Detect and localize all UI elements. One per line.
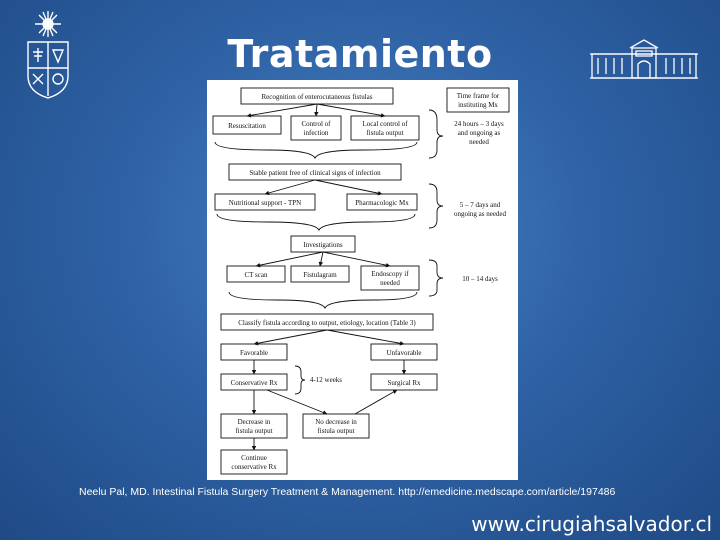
arrow-stable-pharm (314, 179, 383, 196)
brace-weeks (294, 365, 306, 395)
label-decrease-2: fistula output (235, 427, 272, 435)
arrow-nodecrease-surgical (354, 389, 398, 415)
arrow-stable-nutri (264, 179, 316, 196)
slide-title: Tratamiento (227, 32, 493, 76)
label-local-1: Local control of (362, 120, 408, 128)
label-classify: Classify fistula according to output, et… (238, 319, 416, 327)
box-no-decrease (302, 413, 370, 439)
label-unfavorable: Unfavorable (387, 349, 422, 357)
label-surgical: Surgical Rx (387, 379, 421, 387)
brace-row1 (214, 141, 418, 160)
label-recognition: Recognition of enterocutaneous fistulas (262, 93, 373, 101)
arrow-conservative-nodecrease (266, 389, 328, 415)
label-control-2: infection (304, 129, 329, 137)
university-seal-logo (22, 10, 74, 105)
label-time2-1: 5 – 7 days and (460, 201, 501, 209)
label-time2-2: ongoing as needed (454, 210, 507, 218)
label-ct: CT scan (244, 271, 268, 279)
label-time1-1: 24 hours – 3 days (454, 120, 504, 128)
label-continue-2: conservative Rx (231, 463, 277, 471)
label-time3: 10 – 14 days (462, 275, 498, 283)
label-nutritional: Nutritional support - TPN (229, 199, 301, 207)
arrow-recog-resus (246, 103, 318, 118)
label-conservative: Conservative Rx (231, 379, 278, 387)
arrow-classify-fav (253, 329, 328, 346)
label-pharmacologic: Pharmacologic Mx (355, 199, 409, 207)
flowchart-figure: Recognition of enterocutaneous fistulas … (207, 80, 518, 480)
label-continue-1: Continue (241, 454, 267, 462)
citation-text: Neelu Pal, MD. Intestinal Fistula Surger… (79, 486, 616, 498)
label-timeframe-1: Time frame for (457, 92, 500, 100)
label-decrease-1: Decrease in (238, 418, 271, 426)
arrow-invest-fistulagram (318, 251, 324, 267)
arrow-invest-ct (255, 251, 324, 268)
brace-time3 (428, 259, 444, 297)
brace-row2 (216, 213, 416, 232)
arrow-recog-local (316, 103, 386, 118)
label-time1-2: and ongoing as (458, 129, 501, 137)
label-investigations: Investigations (303, 241, 343, 249)
arrow-invest-endoscopy (322, 251, 391, 268)
label-fistulagram: Fistulagram (303, 271, 337, 279)
box-timeframe (446, 87, 510, 113)
label-endoscopy-2: needed (380, 279, 400, 287)
label-favorable: Favorable (240, 349, 268, 357)
label-time1-3: needed (469, 138, 489, 146)
label-endoscopy-1: Endoscopy if (371, 270, 409, 278)
label-stable: Stable patient free of clinical signs of… (249, 169, 381, 177)
label-nodecrease-2: fistula output (317, 427, 354, 435)
label-weeks: 4-12 weeks (310, 376, 342, 384)
arrow-classify-unfav (326, 329, 405, 346)
label-control-1: Control of (302, 120, 332, 128)
label-resuscitation: Resuscitation (228, 122, 266, 130)
arrow-recog-control (314, 103, 319, 117)
brace-time1 (428, 109, 444, 159)
brace-time2 (428, 183, 444, 229)
label-nodecrease-1: No decrease in (315, 418, 357, 426)
website-url: www.cirugiahsalvador.cl (471, 512, 712, 536)
treatment-flowchart: Recognition of enterocutaneous fistulas … (212, 87, 510, 475)
brace-row3 (228, 291, 418, 310)
label-local-2: fistula output (366, 129, 403, 137)
label-timeframe-2: instituting Mx (458, 101, 498, 109)
hospital-building-logo (588, 38, 700, 87)
